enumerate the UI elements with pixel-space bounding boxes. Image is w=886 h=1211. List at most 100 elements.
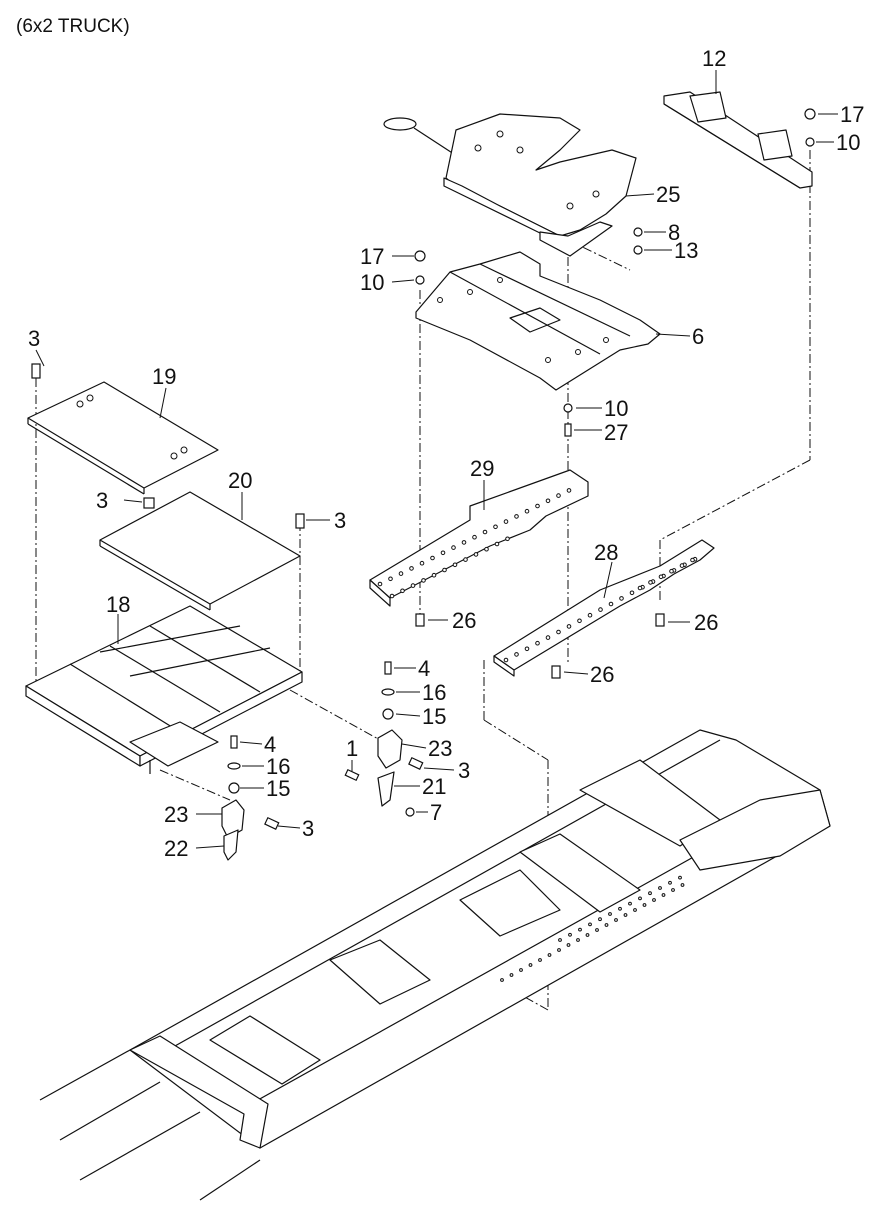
callout-16-left: 16 [266, 754, 290, 779]
rail-hole [577, 618, 582, 624]
chassis-hole [568, 932, 572, 937]
diagram-title: (6x2 TRUCK) [16, 16, 130, 37]
part-6-mounting-plate [415, 251, 661, 391]
callout-3-top-left: 3 [28, 326, 40, 351]
chassis-hole [661, 893, 666, 897]
bracket-23-left [221, 799, 245, 839]
callout-4-left: 4 [264, 732, 276, 757]
bolt-3-plate-right [295, 513, 305, 529]
rail-hole [587, 612, 593, 618]
rail-hole [658, 574, 664, 580]
chassis-hole [638, 896, 642, 901]
chassis-hole [528, 963, 533, 967]
callout-19: 19 [152, 364, 176, 389]
rail-hole [442, 567, 447, 573]
chassis-holes [500, 875, 685, 982]
part-29-perforated-rail [369, 469, 589, 607]
rail-hole [440, 550, 446, 556]
rail-hole [389, 593, 395, 599]
rail-hole [398, 571, 404, 576]
rail-hole [503, 519, 509, 524]
callout-7: 7 [430, 800, 442, 825]
bolt-3-left [31, 363, 41, 379]
callout-12: 12 [702, 46, 726, 71]
callout-3-plate-right: 3 [334, 508, 346, 533]
chassis-hole [588, 922, 592, 927]
rail-hole [419, 560, 425, 566]
callout-26-right: 26 [694, 610, 718, 635]
chassis-hole [628, 901, 632, 906]
washer-16-right [381, 688, 395, 696]
part-29-holes [377, 488, 572, 599]
leader-lines [35, 70, 838, 849]
rail-hole [608, 601, 614, 607]
wedge-22 [223, 829, 239, 861]
rail-hole [598, 607, 603, 612]
chassis-hole [668, 880, 672, 885]
chassis-hole [576, 938, 580, 942]
chassis-hole [623, 913, 628, 917]
chassis-hole [558, 938, 562, 942]
washer-10-mid [563, 403, 573, 413]
chassis-hole [578, 927, 582, 932]
nut-13 [633, 245, 643, 255]
rail-hole [566, 488, 572, 493]
chassis-hole [547, 953, 552, 957]
bolt-3-left-cluster [264, 816, 280, 830]
chassis-hole [652, 898, 656, 902]
rail-hole [430, 555, 435, 561]
rail-hole [400, 588, 405, 594]
part-19-cover-plate [27, 381, 219, 495]
callout-27: 27 [604, 420, 628, 445]
chassis-hole [538, 958, 542, 962]
rail-hole [410, 583, 416, 588]
chassis-hole [633, 908, 637, 912]
rail-hole [388, 576, 393, 582]
rail-hole [566, 624, 572, 629]
rail-hole [461, 540, 467, 545]
part-28-holes [503, 556, 698, 663]
chassis-hole [614, 918, 618, 922]
chassis-hole [608, 912, 612, 916]
chassis-hole [595, 928, 599, 932]
nut-17-plate [414, 250, 426, 262]
bolt-26-right [655, 613, 665, 627]
callout-18: 18 [106, 592, 130, 617]
chassis-hole [648, 891, 652, 896]
rail-hole [473, 552, 479, 557]
nut-17-top-right [804, 108, 816, 120]
callout-21: 21 [422, 774, 446, 799]
spacer-15-right [382, 708, 394, 720]
chassis-hole [500, 978, 504, 982]
bolt-26-left [415, 613, 425, 627]
callout-26-bottom: 26 [590, 662, 614, 687]
callout-23-left: 23 [164, 802, 188, 827]
callout-8: 8 [668, 220, 680, 245]
rail-hole [484, 546, 489, 552]
bolt-4-left [230, 735, 238, 749]
washer-10-plate [415, 275, 425, 285]
callout-22: 22 [164, 836, 188, 861]
callout-28: 28 [594, 540, 618, 565]
chassis-hole [680, 883, 685, 887]
part-20-sub-plate [99, 491, 301, 611]
part-12-rail-bracket [663, 91, 813, 189]
chassis-hole [566, 943, 571, 947]
washer-10-top-right [805, 137, 815, 147]
callout-25: 25 [656, 182, 680, 207]
rail-hole [463, 557, 468, 562]
rail-hole [505, 536, 510, 542]
bolt-4-right [384, 661, 392, 675]
rail-hole [545, 635, 551, 640]
rail-hole [556, 629, 561, 635]
bolt-26-bottom [551, 665, 561, 679]
rail-hole [535, 640, 540, 646]
callout-20: 20 [228, 468, 252, 493]
chassis-hole [585, 933, 590, 937]
chassis-hole [642, 903, 647, 907]
bolt-3-right-cluster [408, 756, 424, 770]
nut-8 [633, 227, 643, 237]
callout-10-top: 10 [836, 130, 860, 155]
rail-hole [431, 572, 437, 578]
